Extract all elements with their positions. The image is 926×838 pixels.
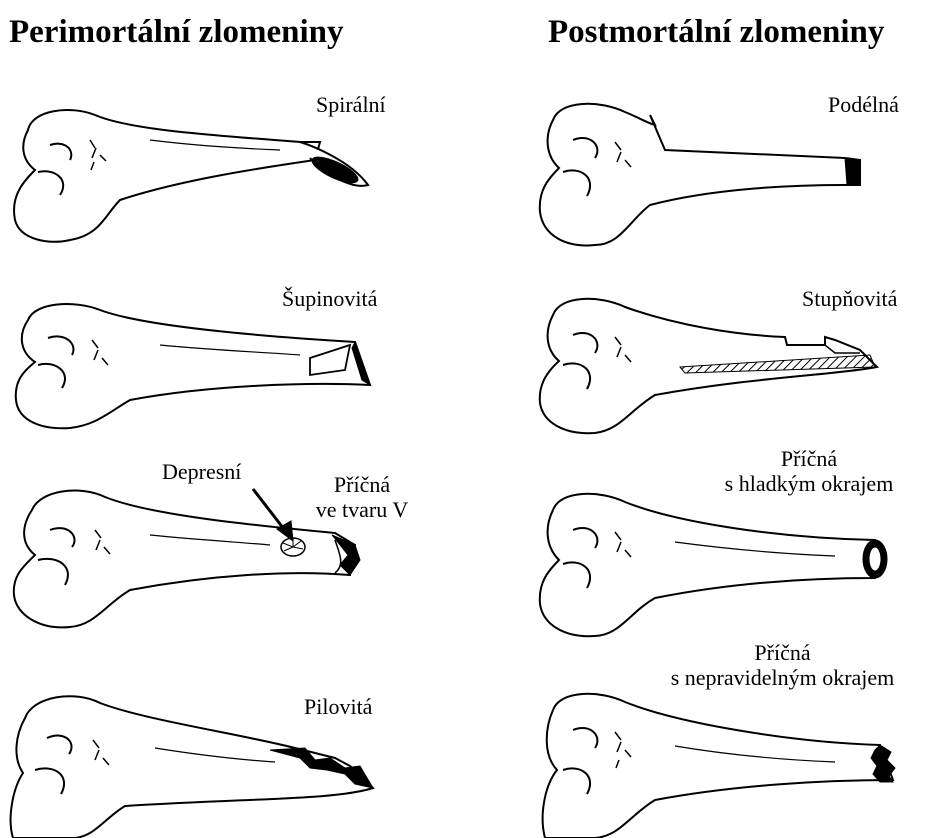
bone-transverse-smooth-fracture (535, 490, 895, 640)
heading-perimortem: Perimortální zlomeniny (9, 16, 344, 49)
bone-stepped-fracture (535, 295, 880, 435)
bone-transverse-irregular-fracture (535, 690, 905, 838)
bone-spiral-fracture (10, 100, 380, 250)
label-transverse-irregular-line1: Příčná (640, 640, 925, 665)
label-transverse-irregular-line2: s nepravidelným okrajem (640, 665, 925, 690)
heading-postmortem: Postmortální zlomeniny (548, 16, 884, 49)
depression-arrow (245, 485, 305, 545)
label-transverse-irregular: Příčná s nepravidelným okrajem (640, 640, 925, 691)
bone-saw-fracture (5, 688, 385, 838)
label-depressed: Depresní (162, 459, 241, 484)
bone-transverse-v-fracture (10, 485, 380, 635)
bone-butterfly-fracture (10, 300, 380, 430)
label-transverse-smooth-line1: Příčná (698, 446, 920, 471)
label-transverse-smooth: Příčná s hladkým okrajem (698, 446, 920, 497)
bone-longitudinal-fracture (535, 100, 875, 250)
